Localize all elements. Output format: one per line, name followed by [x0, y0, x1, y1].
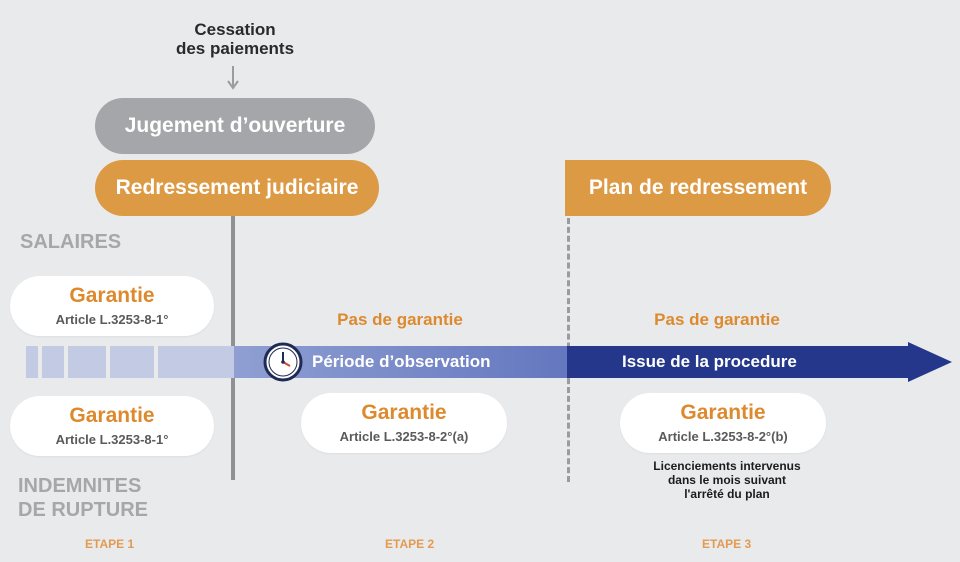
guarantee-article: Article L.3253-8-2°(a)	[339, 428, 469, 444]
redressement-label: Redressement judiciaire	[115, 176, 359, 199]
jugement-ouverture-pill: Jugement d’ouverture	[95, 98, 375, 154]
guarantee-article: Article L.3253-8-1°	[55, 431, 169, 447]
timeline-issue-segment	[567, 346, 908, 378]
cessation-line1: Cessation	[194, 20, 276, 39]
cessation-line2: des paiements	[175, 39, 295, 58]
jugement-label: Jugement d’ouverture	[124, 114, 346, 137]
guarantee-title: Garantie	[361, 400, 447, 424]
guarantee-title: Garantie	[69, 403, 155, 427]
guarantee-card-indemnites: Garantie Article L.3253-8-1°	[10, 396, 214, 456]
no-guarantee-label-step3: Pas de garantie	[654, 310, 780, 329]
guarantee-card-salaires: Garantie Article L.3253-8-1°	[10, 276, 214, 336]
indemnites-line1: INDEMNITES	[18, 475, 142, 497]
licenciements-note: Licenciements intervenus dans le mois su…	[622, 459, 832, 501]
indemnites-label: INDEMNITES DE RUPTURE	[18, 474, 148, 522]
timeline-arrow-icon	[908, 342, 952, 382]
plan-label: Plan de redressement	[588, 176, 808, 199]
cessation-label: Cessation des paiements	[155, 20, 315, 58]
note-line1: Licenciements intervenus	[653, 459, 801, 473]
clock-icon	[263, 342, 303, 382]
plan-redressement-pill: Plan de redressement	[565, 160, 831, 216]
guarantee-card-issue: Garantie Article L.3253-8-2°(b)	[620, 393, 826, 453]
guarantee-title: Garantie	[69, 283, 155, 307]
guarantee-title: Garantie	[680, 400, 766, 424]
step-3-label: ETAPE 3	[702, 537, 752, 551]
guarantee-card-observation: Garantie Article L.3253-8-2°(a)	[301, 393, 507, 453]
step-1-label: ETAPE 1	[85, 537, 135, 551]
note-line3: l'arrêté du plan	[684, 487, 770, 501]
timeline-segments-light	[26, 346, 234, 378]
guarantee-article: Article L.3253-8-2°(b)	[658, 428, 788, 444]
issue-procedure-label: Issue de la procedure	[622, 352, 797, 371]
guarantee-article: Article L.3253-8-1°	[55, 311, 169, 327]
step-2-label: ETAPE 2	[385, 537, 435, 551]
redressement-judiciaire-pill: Redressement judiciaire	[95, 160, 379, 216]
indemnites-line2: DE RUPTURE	[18, 499, 149, 521]
no-guarantee-label-step2: Pas de garantie	[337, 310, 463, 329]
periode-observation-label: Période d’observation	[312, 352, 491, 371]
note-line2: dans le mois suivant	[667, 473, 787, 487]
down-arrow-icon	[227, 66, 239, 90]
salaires-label: SALAIRES	[20, 231, 122, 253]
